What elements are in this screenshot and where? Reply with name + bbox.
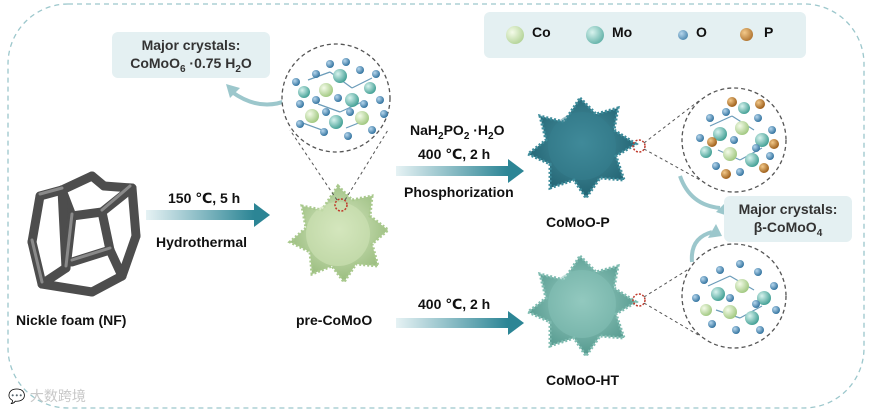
- major-crystals-top-formula: CoMoO6 ·0.75 H2O: [112, 54, 270, 79]
- major-crystals-right-title: Major crystals:: [724, 200, 852, 218]
- comoo-p-particle: [528, 98, 645, 198]
- pre-comoo-particle: [290, 186, 388, 282]
- reagent-part: NaH: [410, 122, 438, 138]
- mo-legend-icon: [586, 26, 604, 44]
- pre-comoo-label: pre-CoMoO: [296, 312, 372, 328]
- p-legend-icon: [740, 28, 753, 41]
- watermark-text: 大数跨境: [30, 389, 86, 405]
- hydrothermal-label: Hydrothermal: [156, 234, 247, 250]
- legend-p: P: [764, 24, 773, 40]
- legend-mo: Mo: [612, 24, 632, 40]
- major-crystals-top-title: Major crystals:: [112, 36, 270, 54]
- arrow-heat-treatment: [396, 311, 524, 335]
- phosphorization-reagent: NaH2PO2 ·H2O: [410, 122, 505, 142]
- major-crystals-top-box: Major crystals: CoMoO6 ·0.75 H2O: [112, 32, 270, 78]
- legend-co: Co: [532, 24, 551, 40]
- formula-part: ·0.75 H: [186, 55, 236, 71]
- reagent-part: ·H: [469, 122, 488, 138]
- phosphorization-label: Phosphorization: [404, 184, 514, 200]
- major-crystals-right-box: Major crystals: β-CoMoO4: [724, 196, 852, 242]
- legend-o: O: [696, 24, 707, 40]
- nickel-foam-label: Nickle foam (NF): [16, 312, 126, 328]
- formula-part: β-CoMoO: [754, 219, 817, 235]
- comoo-p-label: CoMoO-P: [546, 214, 610, 230]
- major-crystals-right-formula: β-CoMoO4: [724, 218, 852, 243]
- formula-sub: 4: [817, 228, 823, 239]
- reagent-part: PO: [444, 122, 464, 138]
- element-legend: Co Mo O P: [484, 12, 806, 58]
- formula-part: O: [241, 55, 252, 71]
- watermark-logo-icon: 💬: [8, 389, 25, 405]
- comoo-ht-particle: [528, 256, 645, 356]
- heat-treatment-condition: 400 ℃, 2 h: [418, 296, 490, 313]
- watermark: 💬 大数跨境: [8, 386, 86, 406]
- reagent-part: O: [494, 122, 505, 138]
- curve-arrow-top: [232, 92, 288, 105]
- hydrothermal-condition: 150 ℃, 5 h: [168, 190, 240, 207]
- co-legend-icon: [506, 26, 524, 44]
- formula-part: CoMoO: [130, 55, 180, 71]
- phosphorization-condition: 400 ℃, 2 h: [418, 146, 490, 163]
- nickel-foam-illustration: [32, 176, 136, 292]
- comoo-ht-label: CoMoO-HT: [546, 372, 619, 388]
- o-legend-icon: [678, 30, 688, 40]
